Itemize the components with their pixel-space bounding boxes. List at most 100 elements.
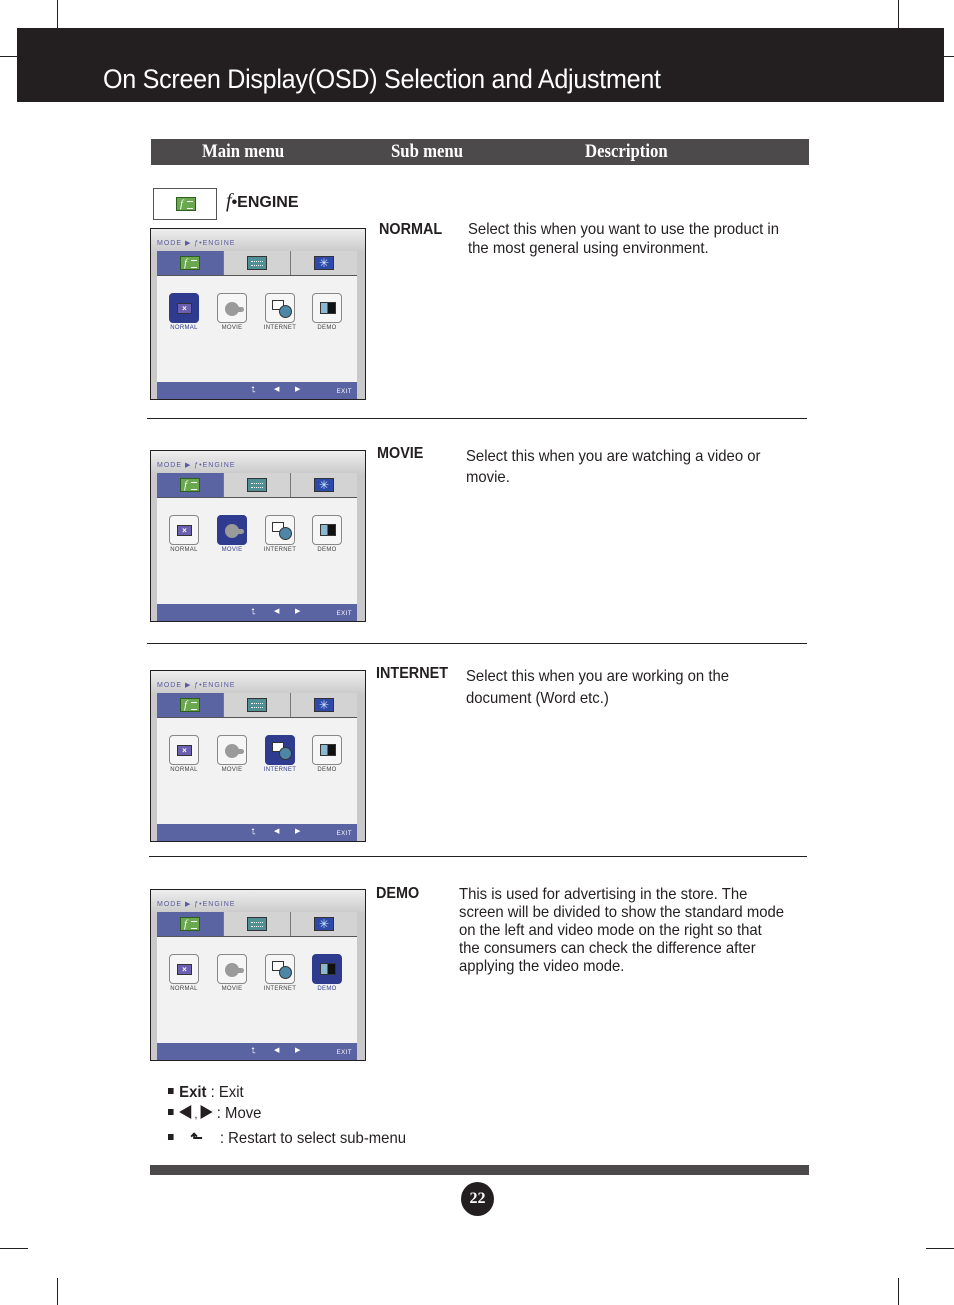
sub-menu-movie: MOVIE — [377, 445, 424, 462]
description-movie: Select this when you are watching a vide… — [466, 448, 761, 486]
column-sub-menu: Sub menu — [391, 141, 464, 162]
color-icon: ✳ — [314, 256, 334, 270]
internet-icon — [272, 522, 292, 540]
right-arrow-icon[interactable]: ▶ — [295, 1047, 301, 1054]
main-menu-label: f•ENGINE — [226, 190, 299, 212]
internet-icon — [272, 961, 292, 979]
mode-normal[interactable]: ×NORMAL — [166, 515, 202, 553]
normal-icon: × — [177, 964, 192, 975]
mode-movie[interactable]: MOVIE — [214, 293, 250, 331]
description-demo: This is used for advertising in the stor… — [459, 886, 785, 975]
osd-tab-f-engine[interactable]: f — [157, 912, 224, 936]
right-arrow-icon — [200, 1104, 213, 1119]
crop-mark — [0, 1248, 28, 1249]
osd-tab-color[interactable]: ✳ — [291, 251, 357, 275]
osd-tab-f-engine[interactable]: f — [157, 473, 224, 497]
footer-bar — [150, 1165, 809, 1175]
column-header-bar: Main menu Sub menu Description — [151, 139, 809, 165]
right-arrow-icon[interactable]: ▶ — [295, 386, 301, 393]
mode-demo[interactable]: DEMO — [309, 735, 345, 773]
f-engine-icon: f — [180, 478, 200, 492]
internet-icon — [272, 742, 292, 760]
color-icon: ✳ — [314, 478, 334, 492]
osd-tab-ratio[interactable] — [224, 473, 291, 497]
mode-movie[interactable]: MOVIE — [214, 515, 250, 553]
mode-internet[interactable]: INTERNET — [262, 293, 298, 331]
mode-movie[interactable]: MOVIE — [214, 954, 250, 992]
sub-menu-demo: DEMO — [376, 885, 420, 902]
osd-panel-movie: MODE ▶ ƒ•ENGINE f ✳ ×NORMAL MOVIE INTERN… — [150, 450, 366, 622]
mode-demo[interactable]: DEMO — [309, 954, 345, 992]
mode-internet[interactable]: INTERNET — [262, 515, 298, 553]
movie-icon — [225, 302, 244, 316]
crop-mark — [944, 56, 954, 57]
movie-icon — [225, 524, 244, 538]
column-description: Description — [585, 141, 668, 162]
restart-icon[interactable]: ⮤ — [251, 607, 256, 616]
osd-footer: ⮤ ◀ ▶ EXIT — [157, 604, 357, 621]
sub-menu-normal: NORMAL — [379, 221, 443, 238]
restart-icon[interactable]: ⮤ — [251, 1046, 256, 1055]
mode-demo[interactable]: DEMO — [309, 293, 345, 331]
sub-menu-internet: INTERNET — [376, 665, 448, 682]
osd-breadcrumb: MODE ▶ ƒ•ENGINE — [157, 462, 236, 469]
osd-tab-color[interactable]: ✳ — [291, 693, 357, 717]
osd-tab-f-engine[interactable]: f — [157, 693, 224, 717]
legend-exit: Exit : Exit — [168, 1084, 244, 1102]
crop-mark — [57, 0, 58, 28]
mode-movie[interactable]: MOVIE — [214, 735, 250, 773]
bullet-icon — [168, 1087, 174, 1094]
osd-breadcrumb: MODE ▶ ƒ•ENGINE — [157, 240, 236, 247]
mode-demo[interactable]: DEMO — [309, 515, 345, 553]
left-arrow-icon[interactable]: ◀ — [274, 386, 280, 393]
osd-breadcrumb: MODE ▶ ƒ•ENGINE — [157, 682, 236, 689]
main-menu-icon-box: f — [153, 188, 217, 220]
mode-normal[interactable]: ×NORMAL — [166, 293, 202, 331]
mode-internet[interactable]: INTERNET — [262, 735, 298, 773]
normal-icon: × — [177, 303, 192, 314]
osd-tab-ratio[interactable] — [224, 251, 291, 275]
osd-tab-ratio[interactable] — [224, 912, 291, 936]
exit-button[interactable]: EXIT — [336, 611, 352, 617]
right-arrow-icon[interactable]: ▶ — [295, 828, 301, 835]
demo-icon — [320, 302, 336, 314]
crop-mark — [926, 1248, 954, 1249]
ratio-icon — [247, 917, 267, 931]
page-title: On Screen Display(OSD) Selection and Adj… — [103, 64, 661, 94]
restart-icon[interactable]: ⮤ — [251, 827, 256, 836]
description-normal: Select this when you want to use the pro… — [468, 221, 780, 257]
exit-button[interactable]: EXIT — [336, 389, 352, 395]
left-arrow-icon[interactable]: ◀ — [274, 828, 280, 835]
section-divider — [149, 856, 807, 857]
restart-icon: ⬑ — [190, 1130, 203, 1147]
mode-internet[interactable]: INTERNET — [262, 954, 298, 992]
exit-button[interactable]: EXIT — [336, 831, 352, 837]
mode-normal[interactable]: ×NORMAL — [166, 954, 202, 992]
normal-icon: × — [177, 745, 192, 756]
bullet-icon — [168, 1108, 174, 1115]
demo-icon — [320, 524, 336, 536]
f-engine-icon: f — [180, 698, 200, 712]
osd-footer: ⮤ ◀ ▶ EXIT — [157, 382, 357, 399]
left-arrow-icon[interactable]: ◀ — [274, 608, 280, 615]
section-divider — [147, 643, 807, 644]
left-arrow-icon[interactable]: ◀ — [274, 1047, 280, 1054]
description-internet: Select this when you are working on the … — [466, 668, 730, 707]
osd-tab-color[interactable]: ✳ — [291, 473, 357, 497]
mode-normal[interactable]: ×NORMAL — [166, 735, 202, 773]
movie-icon — [225, 963, 244, 977]
osd-panel-demo: MODE ▶ ƒ•ENGINE f ✳ ×NORMAL MOVIE INTERN… — [150, 889, 366, 1061]
osd-tab-ratio[interactable] — [224, 693, 291, 717]
osd-tab-f-engine[interactable]: f — [157, 251, 224, 275]
right-arrow-icon[interactable]: ▶ — [295, 608, 301, 615]
ratio-icon — [247, 256, 267, 270]
restart-icon[interactable]: ⮤ — [251, 385, 256, 394]
f-engine-icon: f — [180, 917, 200, 931]
ratio-icon — [247, 478, 267, 492]
osd-tab-color[interactable]: ✳ — [291, 912, 357, 936]
osd-panel-internet: MODE ▶ ƒ•ENGINE f ✳ ×NORMAL MOVIE INTERN… — [150, 670, 366, 842]
crop-mark — [898, 0, 899, 28]
movie-icon — [225, 744, 244, 758]
legend-move: , : Move — [168, 1104, 261, 1123]
exit-button[interactable]: EXIT — [336, 1050, 352, 1056]
